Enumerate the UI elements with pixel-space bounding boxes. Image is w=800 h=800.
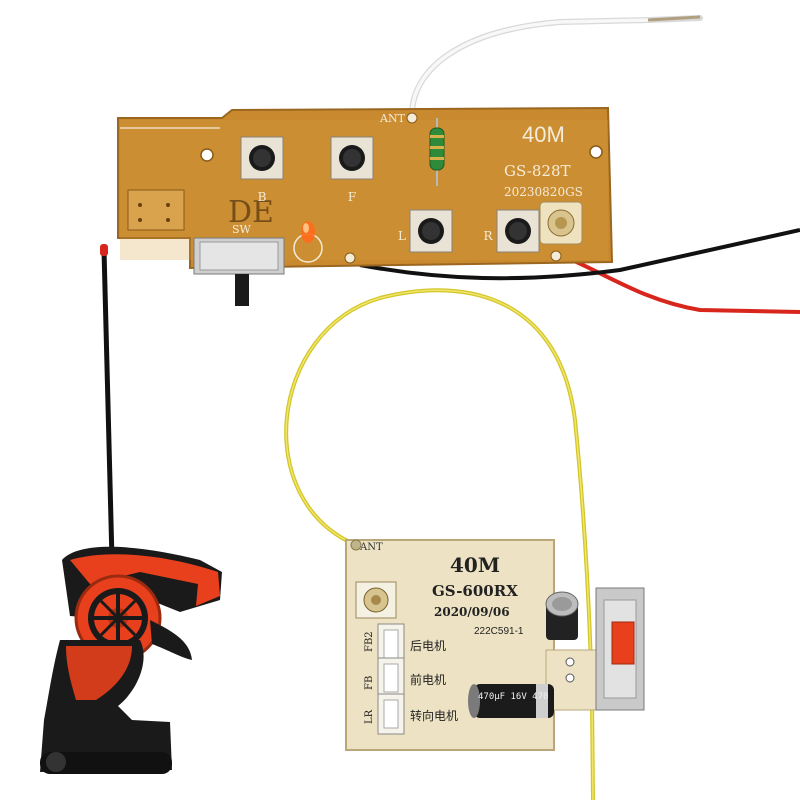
rx-date-label: 2020/09/06 [434,605,510,619]
green-inductor [429,118,445,186]
tx-date-label: 20230820GS [504,185,583,199]
button-b: B [240,136,284,204]
tx-ant-label: ANT [379,112,406,125]
connector-fb-code: FB [364,676,375,690]
transmitter-board: DE B F L R [117,106,614,306]
red-led [293,221,323,263]
connector-lr: LR 转向电机 [364,693,458,735]
trimmer-potentiometer [539,201,583,245]
antenna-tip [100,244,108,256]
horizontal-capacitor: 470µF 16V 470 [468,684,554,718]
receiver-power-switch [545,587,645,711]
connector-fb2: FB2 后电机 [364,623,446,665]
black-power-wire [359,228,800,281]
white-antenna-wire [408,15,703,121]
slide-switch [193,237,285,306]
button-b-label: B [258,190,267,204]
rx-freq-label: 40M [450,553,500,577]
tx-model-label: GS-828T [504,162,571,180]
connector-lr-label: 转向电机 [410,708,458,723]
button-r: R [483,209,540,253]
test-pad [127,189,185,231]
button-f: F [330,136,374,204]
rx-code-label: 222C591-1 [474,626,524,637]
connector-fb2-code: FB2 [364,631,375,652]
connector-fb2-label: 后电机 [410,639,446,653]
receiver-board: ANT 40M GS-600RX 2020/09/06 222C591-1 FB… [345,539,645,751]
sw-label: SW [232,223,252,236]
upright-capacitor [545,591,579,640]
connector-lr-code: LR [364,709,375,724]
mount-hole [589,145,603,159]
de-label: DE [228,195,274,230]
rx-trimmer [355,581,397,619]
button-l: L [398,209,453,253]
steering-wheel [74,574,162,662]
button-f-label: F [348,190,356,204]
rc-remote-controller [40,244,222,774]
remote-antenna [101,247,115,563]
button-l-label: L [398,229,406,243]
tx-freq-label: 40M [522,122,565,147]
capacitor-label: 470µF 16V 470 [478,692,548,702]
connector-fb: FB 前电机 [364,657,446,699]
trigger [150,620,192,660]
rx-ant-label: ANT [359,542,383,553]
button-r-label: R [483,229,493,243]
wire-tip [647,15,701,22]
red-power-wire [559,253,800,314]
rx-model-label: GS-600RX [432,582,518,600]
connector-fb-label: 前电机 [410,672,446,687]
